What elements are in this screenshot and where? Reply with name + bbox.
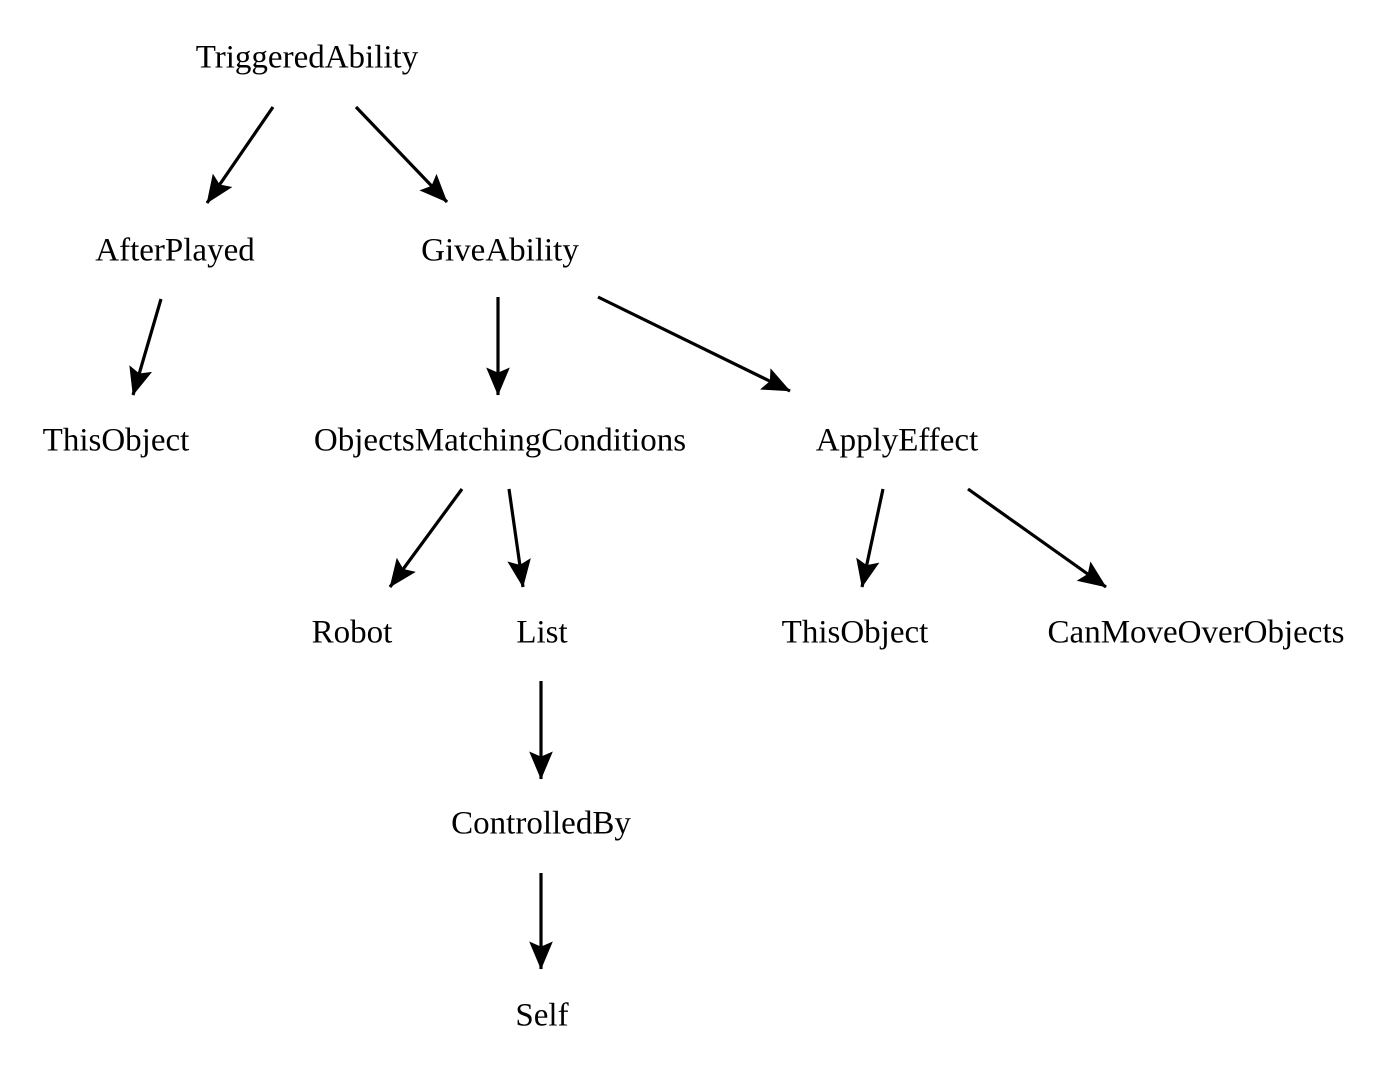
tree-node-label: Self [515,997,569,1034]
tree-node-label: ApplyEffect [815,422,979,459]
tree-edge [967,487,1107,589]
tree-edge [597,295,791,393]
tree-node-label: ObjectsMatchingConditions [313,422,687,459]
tree-edge [205,106,275,204]
tree-node-label: ThisObject [42,422,190,459]
tree-node-label: ControlledBy [451,805,631,842]
tree-node-label: ThisObject [781,614,929,651]
tree-edge [856,488,885,588]
tree-edge [354,105,449,204]
tree-edge [388,488,464,588]
tree-edge [507,488,531,588]
tree-node-label: CanMoveOverObjects [1047,614,1345,651]
tree-edge [129,298,163,396]
tree-node-label: GiveAbility [421,232,579,269]
tree-node-label: AfterPlayed [95,232,255,269]
tree-node-label: TriggeredAbility [195,39,419,76]
edge-group [129,105,1107,970]
tree-node-label: Robot [311,614,393,651]
tree-node-label: List [516,614,568,651]
